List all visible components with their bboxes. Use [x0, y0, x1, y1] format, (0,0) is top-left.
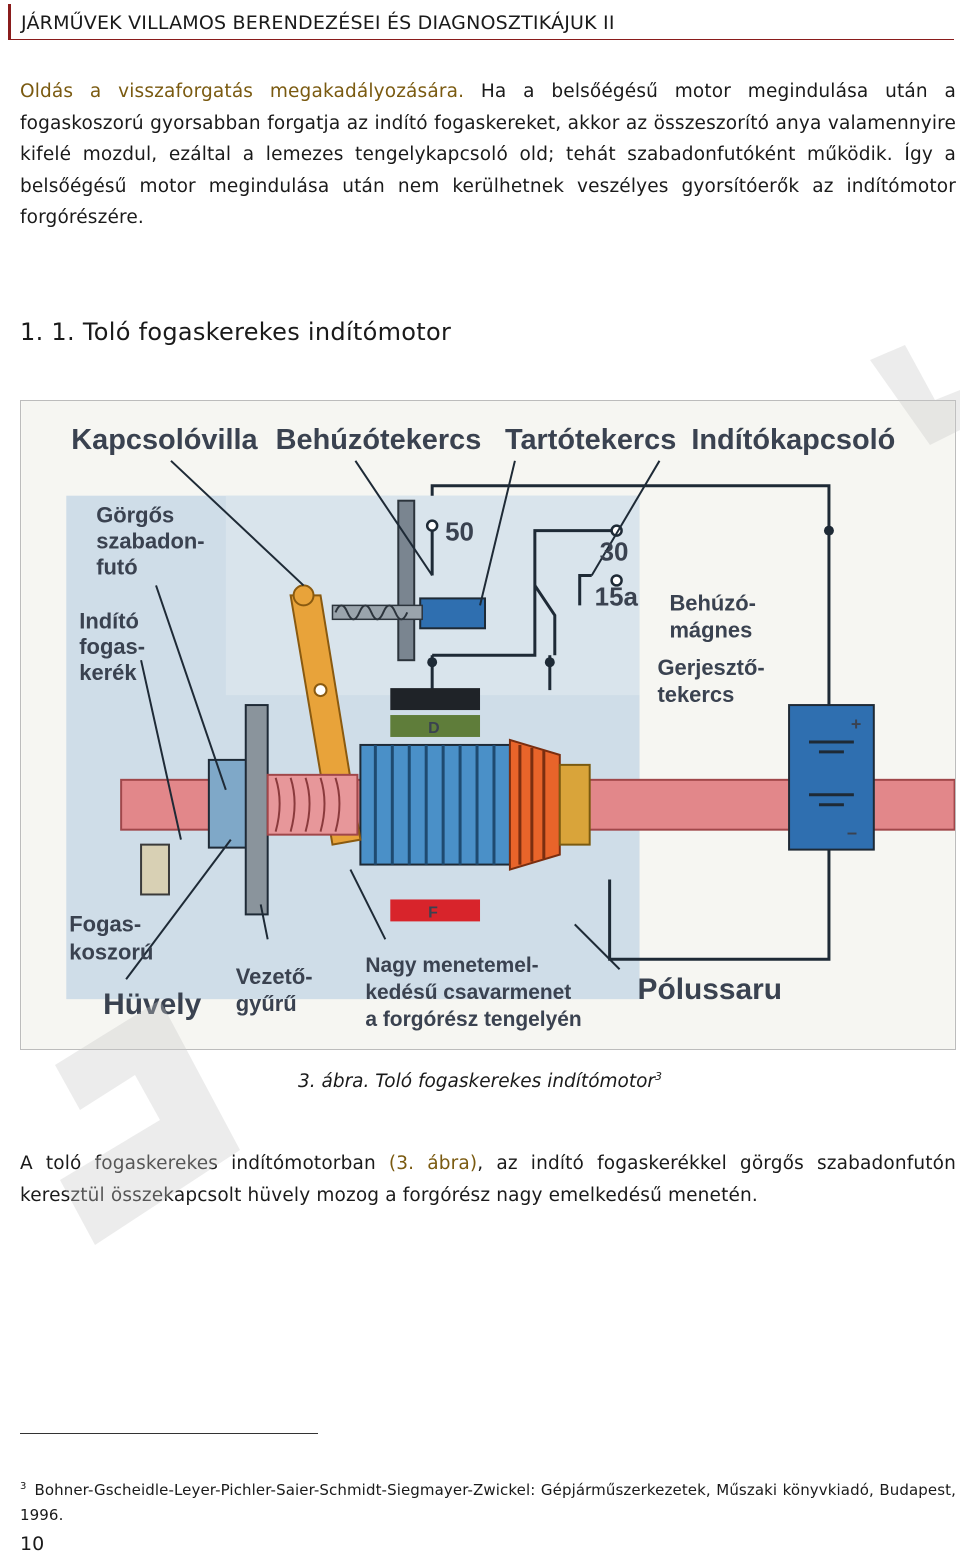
- label-nagy-2: kedésű csavarmenet: [365, 981, 571, 1004]
- label-f: F: [428, 904, 438, 921]
- label-terminal-15a: 15a: [595, 583, 639, 611]
- label-fogas-2: koszorú: [69, 939, 153, 964]
- label-minus: −: [847, 824, 857, 844]
- label-d: D: [428, 720, 440, 737]
- sleeve: [266, 773, 359, 836]
- figure-cross-reference[interactable]: (3. ábra): [388, 1153, 478, 1174]
- footnote-marker: 3: [20, 1481, 27, 1492]
- battery: [788, 704, 875, 851]
- field-coil-f: [390, 899, 481, 922]
- label-gerjeszto-2: tekercs: [657, 682, 734, 707]
- label-indito-3: kerék: [79, 660, 137, 685]
- label-tartotekercs: Tartótekercs: [505, 424, 676, 456]
- label-behuzo-2: mágnes: [669, 617, 752, 642]
- label-gorgos-2: szabadon-: [96, 529, 204, 554]
- label-terminal-50: 50: [445, 519, 474, 547]
- caption-text: 3. ábra. Toló fogaskerekes indítómotor: [297, 1071, 656, 1093]
- caption-footnote-ref: 3: [655, 1070, 663, 1083]
- label-behuzo-1: Behúzó-: [669, 590, 755, 615]
- ring-gear: [140, 843, 170, 896]
- armature-core: [359, 743, 511, 866]
- label-indito-2: fogas-: [79, 634, 145, 659]
- paragraph2-post: , az indító fogaskerékkel görgős szabado…: [20, 1153, 956, 1206]
- solenoid-magnet: [419, 597, 487, 630]
- label-huvely: Hüvely: [103, 988, 201, 1021]
- paragraph-lead: Oldás a visszaforgatás megakadályozására…: [20, 81, 465, 102]
- label-gorgos-1: Görgős: [96, 503, 174, 528]
- footnote-rule: [20, 1433, 318, 1434]
- label-indito-1: Indító: [79, 608, 139, 633]
- label-gorgos-3: futó: [96, 554, 137, 579]
- page-number: 10: [20, 1533, 45, 1555]
- label-terminal-30: 30: [600, 539, 629, 567]
- section-title: 1. 1. Toló fogaskerekes indítómotor: [20, 318, 452, 346]
- footnote-text: Bohner-Gscheidle-Leyer-Pichler-Saier-Sch…: [20, 1481, 956, 1524]
- guide-ring: [244, 704, 269, 916]
- fork-pivot-post: [397, 499, 416, 662]
- label-inditokapcsolo: Indítókapcsoló: [691, 424, 895, 456]
- label-polussaru: Pólussaru: [638, 973, 783, 1006]
- paragraph2-pre: A toló fogaskerekes indítómotorban: [20, 1153, 389, 1174]
- label-vezeto-1: Vezető-: [236, 964, 313, 989]
- label-nagy-3: a forgórész tengelyén: [365, 1008, 581, 1031]
- rotor-winding: [508, 738, 561, 871]
- paragraph-freewheel: Oldás a visszaforgatás megakadályozására…: [20, 76, 956, 234]
- header-title: JÁRMŰVEK VILLAMOS BERENDEZÉSEI ÉS DIAGNO…: [21, 12, 615, 34]
- starter-motor-figure: D F +: [20, 400, 956, 1050]
- field-coil-top: [390, 688, 481, 711]
- label-plus: +: [851, 714, 861, 734]
- paragraph-sleeve: A toló fogaskerekes indítómotorban (3. á…: [20, 1148, 956, 1211]
- label-nagy-1: Nagy menetemel-: [365, 954, 538, 977]
- figure-caption: 3. ábra. Toló fogaskerekes indítómotor3: [0, 1070, 960, 1092]
- label-gerjeszto-1: Gerjesztő-: [657, 655, 764, 680]
- starter-motor-diagram: D F +: [21, 401, 955, 1049]
- commutator: [558, 763, 591, 846]
- paragraph-text: Ha a belsőégésű motor megindulása után a…: [20, 81, 957, 228]
- label-vezeto-2: gyűrű: [236, 991, 297, 1016]
- label-kapcsolovilla: Kapcsolóvilla: [71, 424, 258, 456]
- label-behuzotekercs: Behúzótekercs: [276, 424, 482, 456]
- page-header: JÁRMŰVEK VILLAMOS BERENDEZÉSEI ÉS DIAGNO…: [8, 4, 954, 40]
- field-coil-d: [390, 715, 481, 737]
- label-fogas-1: Fogas-: [69, 911, 141, 936]
